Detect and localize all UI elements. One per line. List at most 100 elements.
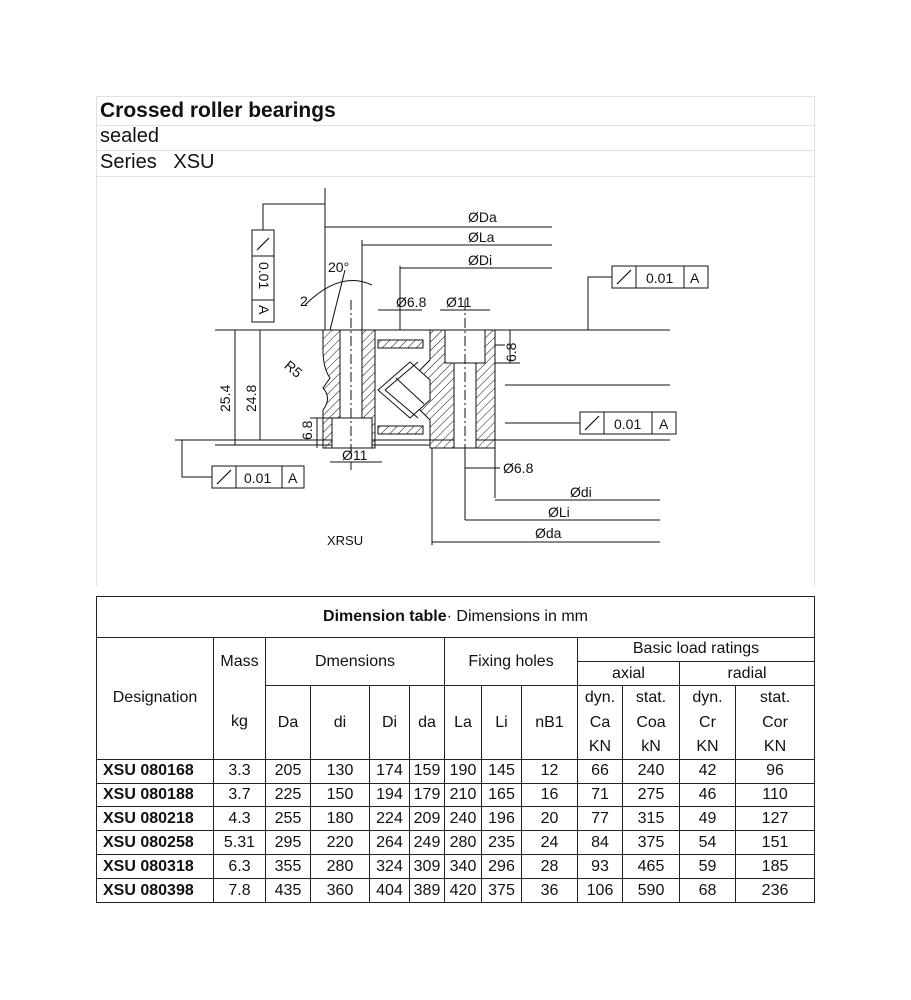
cell-mass: 7.8 xyxy=(213,878,266,903)
cell-designation: XSU 080318 xyxy=(96,854,214,880)
cell-coa: 240 xyxy=(622,758,680,784)
header-da: da xyxy=(409,685,445,760)
cell-designation: XSU 080188 xyxy=(96,782,214,808)
tol-value-vertical: 0.01 xyxy=(256,262,272,289)
header-Cr-unit: KN xyxy=(679,734,736,760)
cell-coa: 315 xyxy=(622,806,680,832)
cell-da: 309 xyxy=(409,854,445,880)
cell-da: 209 xyxy=(409,806,445,832)
cell-designation: XSU 080168 xyxy=(96,758,214,784)
header-Ca: Ca xyxy=(577,710,623,735)
header-Coa-unit: kN xyxy=(622,734,680,760)
cell-di: 130 xyxy=(310,758,370,784)
cell-di: 404 xyxy=(369,878,410,903)
label-hole-small-bottom: Ø6.8 xyxy=(503,460,534,476)
label-da: Øda xyxy=(535,525,562,541)
subtitle: sealed xyxy=(100,125,159,147)
cell-coa: 375 xyxy=(622,830,680,856)
header-La: La xyxy=(444,685,482,760)
cell-la: 190 xyxy=(444,758,482,784)
cell-nb1: 28 xyxy=(521,854,578,880)
cell-designation: XSU 080218 xyxy=(96,806,214,832)
header-fixing-holes: Fixing holes xyxy=(444,636,578,687)
cell-mass: 4.3 xyxy=(213,806,266,832)
page-title: Crossed roller bearings xyxy=(100,99,336,122)
cell-cr: 46 xyxy=(679,782,736,808)
cell-cr: 54 xyxy=(679,830,736,856)
datum-top: A xyxy=(690,270,700,286)
label-radius: R5 xyxy=(281,357,305,381)
cell-di: 194 xyxy=(369,782,410,808)
cell-da: 205 xyxy=(265,758,311,784)
cell-da: 255 xyxy=(265,806,311,832)
cell-ca: 71 xyxy=(577,782,623,808)
cell-nb1: 24 xyxy=(521,830,578,856)
header-mass-unit: kg xyxy=(213,685,266,760)
cell-cor: 96 xyxy=(734,758,816,784)
cell-cor: 110 xyxy=(734,782,816,808)
cell-mass: 5.31 xyxy=(213,830,266,856)
header-dyn-radial: dyn. xyxy=(679,685,736,711)
header-dimensions: Dmensions xyxy=(265,636,445,687)
label-Di: ØDi xyxy=(468,252,492,268)
cell-li: 196 xyxy=(481,806,522,832)
header-stat-radial: stat. xyxy=(734,685,816,711)
header-Da: Da xyxy=(265,685,311,760)
header-basic-load: Basic load ratings xyxy=(576,636,816,663)
cell-di: 264 xyxy=(369,830,410,856)
cell-di: 224 xyxy=(369,806,410,832)
cell-la: 280 xyxy=(444,830,482,856)
cell-mass: 3.3 xyxy=(213,758,266,784)
bearing-drawing: ØDa ØLa ØDi Ø6.8 Ø11 Ø11 Ø6.8 Ødi ØLi Ød… xyxy=(175,188,709,548)
runout-symbols xyxy=(216,237,632,485)
cell-di: 220 xyxy=(310,830,370,856)
cell-li: 296 xyxy=(481,854,522,880)
header-di: di xyxy=(310,685,370,760)
label-hole-large: Ø11 xyxy=(446,294,472,310)
cell-cor: 236 xyxy=(734,878,816,903)
cell-da: 389 xyxy=(409,878,445,903)
header-nB1: nB1 xyxy=(521,685,578,760)
tol-value-right: 0.01 xyxy=(614,416,641,432)
dimension-table: Dimension table· Dimensions in mm Design… xyxy=(95,596,816,903)
cell-ca: 66 xyxy=(577,758,623,784)
label-La: ØLa xyxy=(468,229,495,245)
cell-di: 180 xyxy=(310,806,370,832)
datum-left: A xyxy=(288,470,298,486)
caption-bold: Dimension table xyxy=(323,607,447,625)
cell-coa: 590 xyxy=(622,878,680,903)
cell-li: 145 xyxy=(481,758,522,784)
label-angle: 20° xyxy=(328,259,349,275)
cell-la: 210 xyxy=(444,782,482,808)
label-hole-large-bottom: Ø11 xyxy=(342,447,368,463)
cell-mass: 6.3 xyxy=(213,854,266,880)
cell-ca: 93 xyxy=(577,854,623,880)
cell-cor: 151 xyxy=(734,830,816,856)
cell-nb1: 20 xyxy=(521,806,578,832)
series-value: XSU xyxy=(173,151,215,173)
cell-da: 249 xyxy=(409,830,445,856)
label-h-bottom: 6.8 xyxy=(299,420,315,440)
cell-ca: 77 xyxy=(577,806,623,832)
series-label: Series xyxy=(100,151,157,173)
cell-di: 150 xyxy=(310,782,370,808)
label-hole-small: Ø6.8 xyxy=(396,294,427,310)
cell-mass: 3.7 xyxy=(213,782,266,808)
model-ref: XRSU xyxy=(327,533,363,548)
cell-cr: 68 xyxy=(679,878,736,903)
header-Ca-unit: KN xyxy=(577,734,623,760)
cell-cr: 49 xyxy=(679,806,736,832)
header-Cr: Cr xyxy=(679,710,736,735)
label-Da: ØDa xyxy=(468,209,497,225)
cell-cor: 127 xyxy=(734,806,816,832)
cell-di: 324 xyxy=(369,854,410,880)
header-designation: Designation xyxy=(96,636,214,760)
label-chamfer: 2 xyxy=(300,293,308,309)
cell-da: 435 xyxy=(265,878,311,903)
cell-ca: 106 xyxy=(577,878,623,903)
cell-cor: 185 xyxy=(734,854,816,880)
frame-right-line xyxy=(814,96,815,586)
